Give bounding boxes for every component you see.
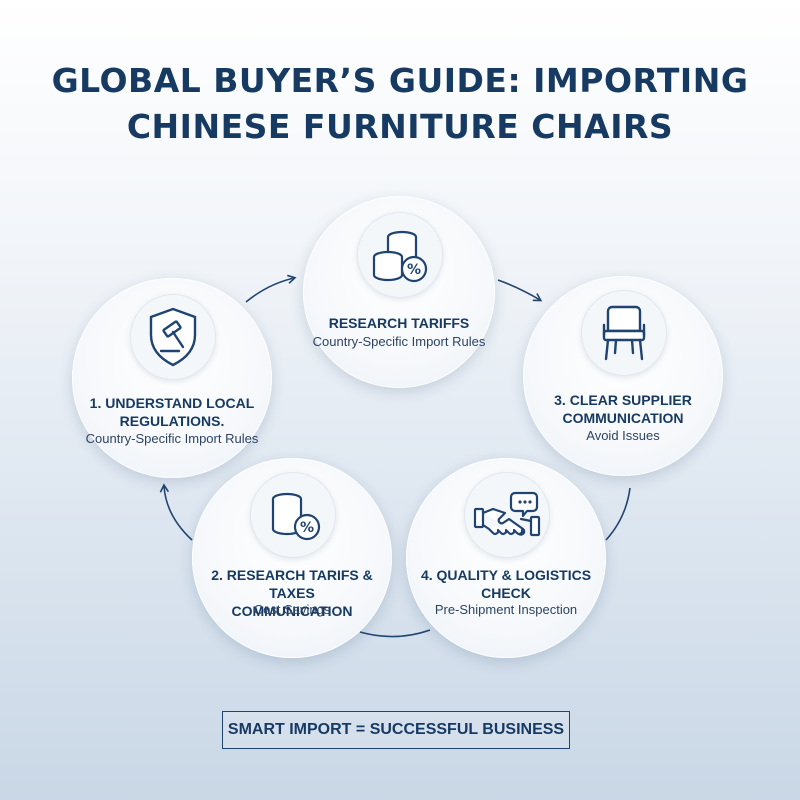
svg-text:%: % xyxy=(300,520,314,536)
title-line-2: CHINESE FURNITURE CHAIRS xyxy=(126,107,674,146)
step-quality-logistics: 4. QUALITY & LOGISTICS CHECK Pre-Shipmen… xyxy=(406,458,606,658)
arrow-tarifs-to-regulations xyxy=(159,483,193,541)
footer-banner: SMART IMPORT = SUCCESSFUL BUSINESS xyxy=(222,711,570,749)
shield-gavel-icon xyxy=(130,294,216,380)
page-title: GLOBAL BUYER’S GUIDE: IMPORTING CHINESE … xyxy=(0,58,800,150)
label-line: 2. RESEARCH TARIFS & TAXES xyxy=(211,567,373,601)
label-line: COMMUNICATION xyxy=(231,603,353,619)
arrow-to-supplier xyxy=(497,279,543,302)
label-line: COMMUNICATION xyxy=(562,410,684,426)
step-research-tariffs-subtitle: Country-Specific Import Rules xyxy=(312,334,486,349)
label-line: RESEARCH TARIFFS xyxy=(328,315,470,331)
step-clear-supplier-label: 3. CLEAR SUPPLIER COMMUNICATION xyxy=(523,391,723,427)
step-research-tarifs-taxes: % 2. RESEARCH TARIFS & TAXES COMMUNICATI… xyxy=(192,458,392,658)
label-line: CHECK xyxy=(481,585,531,601)
step-clear-supplier: 3. CLEAR SUPPLIER COMMUNICATION Avoid Is… xyxy=(523,276,723,476)
step-understand-regulations-subtitle: Country-Specific Import Rules xyxy=(85,431,259,446)
arrow-supplier-to-quality xyxy=(605,487,631,541)
step-research-tariffs: % RESEARCH TARIFFS Country-Specific Impo… xyxy=(303,196,495,388)
step-quality-logistics-subtitle: Pre-Shipment Inspection xyxy=(434,602,578,617)
handshake-chat-icon xyxy=(464,472,550,558)
step-clear-supplier-subtitle: Avoid Issues xyxy=(586,428,660,443)
step-understand-regulations-label: 1. UNDERSTAND LOCAL REGULATIONS. xyxy=(72,394,272,430)
svg-text:%: % xyxy=(407,262,421,278)
step-quality-logistics-label: 4. QUALITY & LOGISTICS CHECK xyxy=(406,566,606,602)
label-line: 1. UNDERSTAND LOCAL xyxy=(89,395,255,411)
coins-percent-icon: % xyxy=(250,472,336,558)
chair-icon xyxy=(581,290,667,376)
title-line-1: GLOBAL BUYER’S GUIDE: IMPORTING xyxy=(51,61,749,100)
arrow-quality-to-tarifs xyxy=(359,629,431,638)
arrow-to-research-tariffs xyxy=(245,274,297,303)
label-line: 4. QUALITY & LOGISTICS xyxy=(420,567,592,583)
coins-percent-icon: % xyxy=(357,212,443,298)
step-research-tarifs-taxes-label: 2. RESEARCH TARIFS & TAXES COMMUNICATION xyxy=(192,566,392,620)
label-line: REGULATIONS. xyxy=(119,413,225,429)
step-research-tariffs-label: RESEARCH TARIFFS xyxy=(303,314,495,332)
step-research-tarifs-taxes-subtitle: Cost Savings xyxy=(253,602,331,617)
footer-text: SMART IMPORT = SUCCESSFUL BUSINESS xyxy=(227,721,565,738)
label-line: 3. CLEAR SUPPLIER xyxy=(554,392,692,408)
step-understand-regulations: 1. UNDERSTAND LOCAL REGULATIONS. Country… xyxy=(72,278,272,478)
